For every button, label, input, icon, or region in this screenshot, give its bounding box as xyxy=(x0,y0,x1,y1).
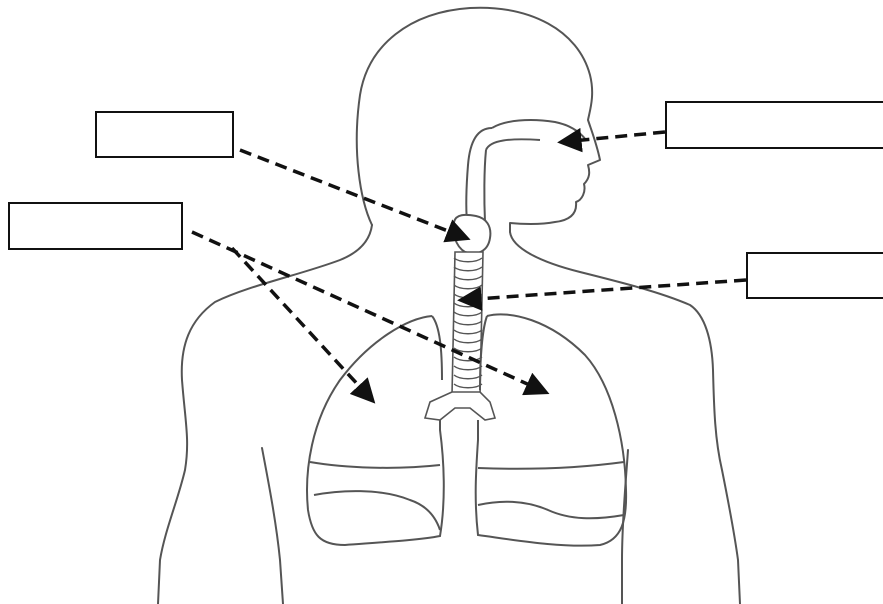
label-box-larynx[interactable] xyxy=(95,111,234,158)
left-arm-inner xyxy=(262,448,283,604)
head-outline xyxy=(357,8,600,232)
body-outline xyxy=(158,8,740,604)
bronchi xyxy=(425,392,495,420)
label-box-nasal-cavity[interactable] xyxy=(665,101,883,149)
arrow-to-right-lung xyxy=(192,232,545,392)
arrow-to-larynx xyxy=(240,150,466,238)
arrow-to-left-lung xyxy=(232,248,372,400)
nasal-airway xyxy=(466,120,586,222)
arrow-to-nose xyxy=(562,132,665,142)
right-lung xyxy=(476,314,626,545)
arrow-to-trachea xyxy=(462,280,746,300)
label-box-trachea[interactable] xyxy=(746,252,883,299)
label-box-lungs[interactable] xyxy=(8,202,183,250)
